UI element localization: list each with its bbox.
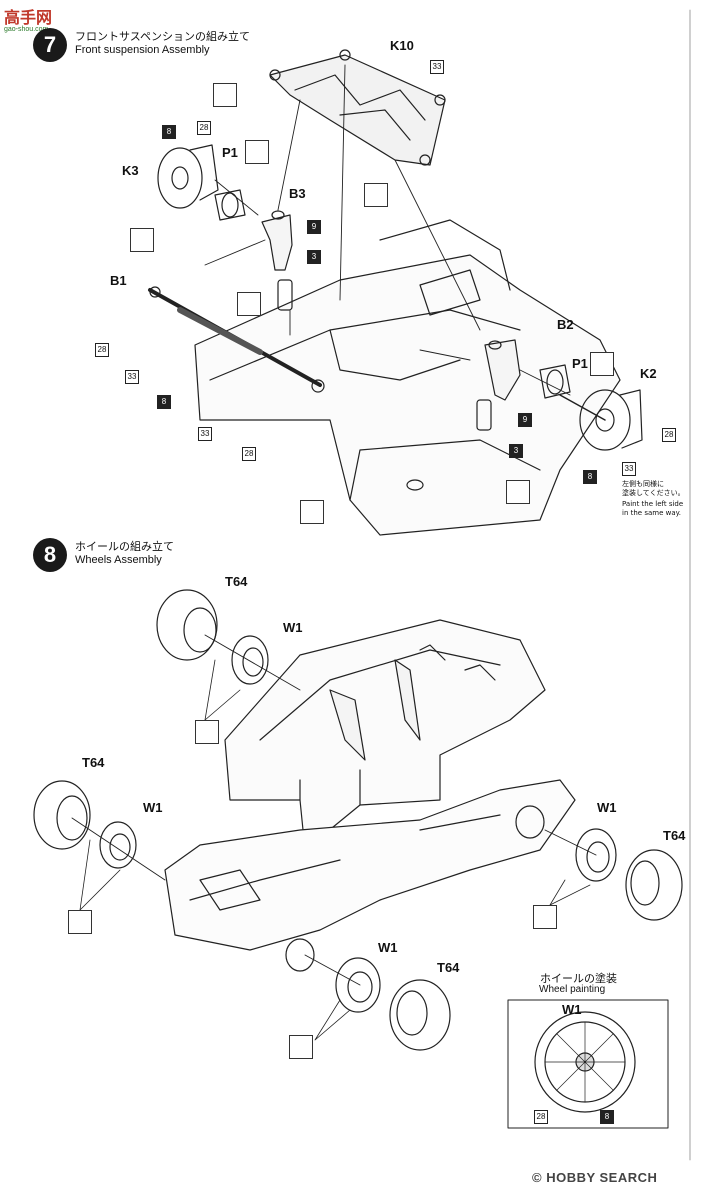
- cement-icon: [237, 292, 261, 316]
- wheel-front-left-w1: [231, 635, 269, 685]
- color-code-28: 28: [95, 343, 109, 357]
- wheel-painting-illustration: [534, 1011, 636, 1113]
- brake-disc-left: [157, 144, 219, 209]
- cement-icon: [213, 83, 237, 107]
- step-8-badge: 8: [33, 538, 67, 572]
- brake-rotors-step8: [285, 805, 545, 972]
- hub-p1-right: [539, 364, 571, 399]
- cement-icon: [289, 1035, 313, 1059]
- paint-note-en-1: Paint the left side: [622, 500, 684, 508]
- label-b1: B1: [110, 273, 127, 288]
- label-b2: B2: [557, 317, 574, 332]
- car-body-shell: [224, 619, 546, 851]
- label-p1-right: P1: [572, 356, 588, 371]
- chassis-floor: [164, 779, 576, 951]
- cement-icon: [195, 720, 219, 744]
- cement-icon: [506, 480, 530, 504]
- label-w1: W1: [283, 620, 303, 635]
- tire-rear-left-t64: [33, 780, 91, 850]
- color-code-8: 8: [600, 1110, 614, 1124]
- cement-icon: [68, 910, 92, 934]
- paint-note-jp-2: 塗装してください。: [622, 489, 685, 497]
- cement-icon: [364, 183, 388, 207]
- color-code-3: 3: [509, 444, 523, 458]
- color-code-33: 33: [125, 370, 139, 384]
- tire-front-left-t64: [156, 589, 218, 661]
- cement-icon: [300, 500, 324, 524]
- label-t64: T64: [663, 828, 686, 843]
- step-7-badge: 7: [33, 28, 67, 62]
- step-7-title-en: Front suspension Assembly: [75, 44, 210, 56]
- label-p1-left: P1: [222, 145, 238, 160]
- front-subframe-body: [194, 219, 621, 536]
- label-w1: W1: [597, 800, 617, 815]
- paint-note-jp-1: 左側も同様に: [622, 480, 664, 488]
- step-8-title-jp: ホイールの組み立て: [75, 540, 174, 553]
- wheel-front-right-w1: [575, 828, 617, 882]
- wheel-painting-part-label: W1: [562, 1002, 582, 1017]
- step-7-title-jp: フロントサスペンションの組み立て: [75, 30, 251, 43]
- cement-icon: [533, 905, 557, 929]
- watermark-site: gao-shou.com: [4, 26, 49, 33]
- cement-icon: [130, 228, 154, 252]
- label-k10: K10: [390, 38, 414, 53]
- hobby-search-watermark: © HOBBY SEARCH: [532, 1170, 658, 1185]
- wheel-painting-title-en: Wheel painting: [539, 984, 606, 995]
- watermark-logo: 高手网: [4, 8, 53, 27]
- wheel-rear-left-w1: [99, 821, 137, 869]
- paint-note-en-2: in the same way.: [622, 509, 681, 517]
- label-t64: T64: [225, 574, 248, 589]
- label-k2: K2: [640, 366, 657, 381]
- color-code-8: 8: [157, 395, 171, 409]
- color-code-9: 9: [518, 413, 532, 427]
- knuckle-left: [261, 210, 293, 311]
- color-code-8: 8: [162, 125, 176, 139]
- color-code-28: 28: [662, 428, 676, 442]
- color-code-33: 33: [622, 462, 636, 476]
- brake-disc-right: [579, 389, 643, 451]
- hub-p1-left: [214, 189, 246, 221]
- cement-icon: [245, 140, 269, 164]
- label-t64: T64: [437, 960, 460, 975]
- color-code-28: 28: [534, 1110, 548, 1124]
- label-k3: K3: [122, 163, 139, 178]
- knuckle-right: [476, 339, 521, 431]
- color-code-33: 33: [198, 427, 212, 441]
- label-w1: W1: [378, 940, 398, 955]
- tire-rear-right-t64: [389, 979, 451, 1051]
- color-code-28: 28: [242, 447, 256, 461]
- front-crossmember-k10: [269, 49, 446, 166]
- color-code-28: 28: [197, 121, 211, 135]
- cement-icon: [590, 352, 614, 376]
- step-8-title-en: Wheels Assembly: [75, 554, 162, 566]
- color-code-9: 9: [307, 220, 321, 234]
- label-t64: T64: [82, 755, 105, 770]
- tie-rod-b1: [148, 286, 325, 393]
- wheel-painting-title-jp: ホイールの塗装: [540, 972, 617, 985]
- color-code-8: 8: [583, 470, 597, 484]
- wheel-rear-right-w1: [335, 957, 381, 1013]
- color-code-33: 33: [430, 60, 444, 74]
- color-code-3: 3: [307, 250, 321, 264]
- label-w1: W1: [143, 800, 163, 815]
- tire-front-right-t64: [625, 849, 683, 921]
- label-b3: B3: [289, 186, 306, 201]
- wheel-painting-box: [507, 999, 669, 1129]
